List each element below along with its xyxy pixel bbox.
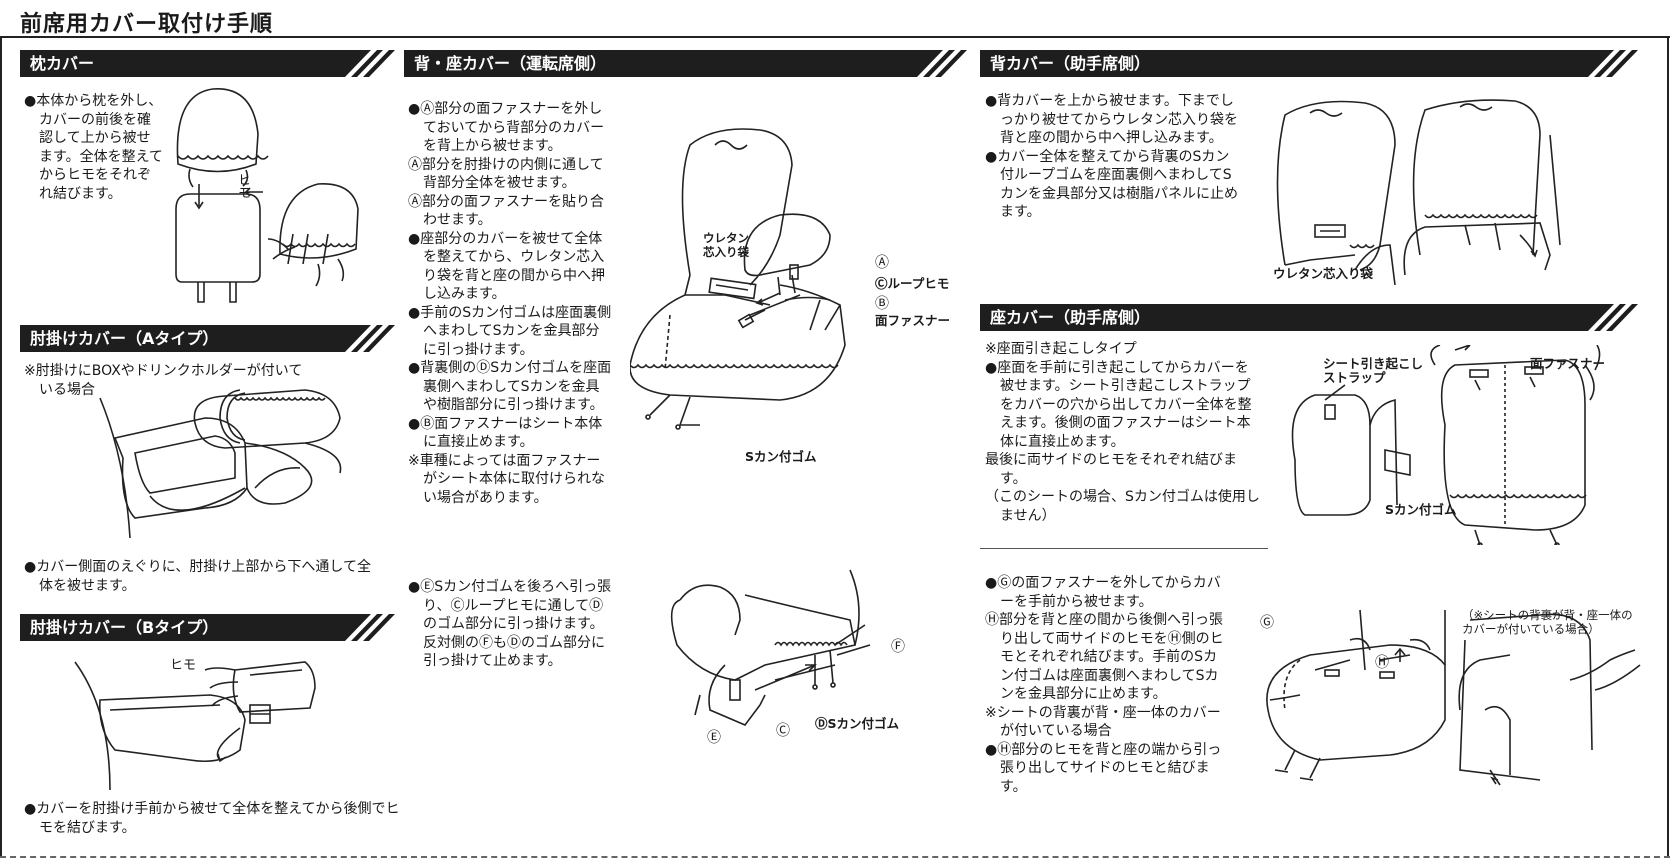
divider-line [980,548,1268,549]
f-marker: Ⓕ [891,639,905,655]
passenger-seat-illustration [1285,345,1615,545]
d-skan-label: ⒹSカン付ゴム [815,716,900,731]
armrest-b-illustration [70,650,320,795]
item-line: Ⓗ部分を背と座の間から後側へ引っ張り出して両サイドのヒモをⒽ側のヒモとそれぞれ結… [985,612,1224,702]
g-marker: Ⓖ [1260,615,1274,631]
item-line: ※車種によっては面ファスナーがシート本体に取付けられない場合があります。 [408,452,605,506]
rear-note-small: （※シートの背裏が背・座一体の カバーが付いている場合） [1462,608,1633,636]
item-line: Ⓐ部分を肘掛けの内側に通して背部分全体を被せます。 [408,156,604,192]
item-line: ●Ⓐ部分の面ファスナーを外しておいてから背部分のカバーを背上から被せます。 [408,101,605,154]
loop-himo-label: Ⓒループヒモ [875,276,950,291]
passenger-back-illustration [1265,95,1595,285]
passenger-seat-rear-illustration [1240,600,1660,790]
c-marker: Ⓒ [776,723,790,739]
passenger-seat-text: ※座面引き起こしタイプ ●座面を手前に引き起こしてからカバーを被せます。シート引… [985,340,1260,525]
section-header-pillow: 枕カバー [20,50,397,77]
menfasuna-label: 面ファスナー [875,313,951,328]
instruction-item: ●手前のSカン付ゴムは座面裏側へまわしてSカンを金具部分に引っ掛けます。 [408,304,612,358]
passenger-seat-text-2: ●Ⓖの面ファスナーを外してからカバーを手前から被せます。Ⓗ部分を背と座の間から後… [985,574,1225,796]
section-header-armrest-b: 肘掛けカバー（Bタイプ） [20,614,397,641]
e-marker: Ⓔ [707,730,721,746]
note-text: ※肘掛けにBOXやドリンクホルダーが付いている場合 [24,363,303,398]
stripe-decoration [327,325,397,352]
instruction-item: ●Ⓗ部分のヒモを背と座の端から引っ張り出してサイドのヒモと結びます。 [985,741,1222,795]
a-marker: Ⓐ [875,255,889,271]
h-marker: Ⓗ [1375,655,1389,671]
section-title: 枕カバー [30,54,95,73]
instruction-item: ●Ⓐ部分の面ファスナーを外しておいてから背部分のカバーを背上から被せます。Ⓐ部分… [408,100,613,230]
armrest-a-note: ※肘掛けにBOXやドリンクホルダーが付いている場合 [24,362,304,399]
item-line: Ⓐ部分の面ファスナーを貼り合わせます。 [408,193,604,229]
menfasuna-label: 面ファスナー [1530,356,1606,371]
instruction-item: ●背裏側のⒹSカン付ゴムを座面裏側へまわしてSカンを金具や樹脂部分に引っ掛けます… [408,360,612,413]
frame-right-line [1667,36,1669,858]
armrest-a-illustration [95,378,385,548]
stripe-decoration [327,614,397,641]
item-line: ●Ⓑ面ファスナーはシート本体に直接止めます。 [408,415,603,451]
instruction-item: ●Ⓑ面ファスナーはシート本体に直接止めます。※車種によっては面ファスナーがシート… [408,415,613,508]
pillow-text: ●本体から枕を外し、カバーの前後を確認して上から被せます。全体を整えてからヒモを… [24,92,164,203]
section-header-armrest-a: 肘掛けカバー（Aタイプ） [20,325,397,352]
skan-label: Sカン付ゴム [1385,502,1457,517]
instruction-item: ●カバー側面のえぐりに、肘掛け上部から下へ通して全体を被せます。 [24,559,371,594]
instruction-item: ●本体から枕を外し、カバーの前後を確認して上から被せます。全体を整えてからヒモを… [24,93,163,202]
stripe-decoration [1570,50,1640,77]
driver-seat-rear-illustration [665,565,915,740]
instruction-item: ●ⒺSカン付ゴムを後ろへ引っ張り、Ⓒループヒモに通してⒹのゴム部分に引っ掛けます… [408,579,612,669]
driver-text: ●Ⓐ部分の面ファスナーを外しておいてから背部分のカバーを背上から被せます。Ⓐ部分… [408,100,613,507]
section-header-passenger-seat: 座カバー（助手席側） [980,304,1640,331]
section-title: 背・座カバー（運転席側） [414,54,607,73]
pillow-illustration [168,84,398,309]
page-title: 前席用カバー取付け手順 [20,12,274,37]
instruction-item: ●座面を手前に引き起こしてからカバーを被せます。シート引き起こしストラップをカバ… [985,359,1260,526]
driver-text-2: ●ⒺSカン付ゴムを後ろへ引っ張り、Ⓒループヒモに通してⒹのゴム部分に引っ掛けます… [408,578,613,671]
instruction-item: ●背カバーを上から被せます。下までしっかり被せてからウレタン芯入り袋を背と座の間… [985,93,1238,146]
himo-label: ヒモ [235,173,250,199]
driver-seat-illustration [630,125,890,465]
instruction-item: ●Ⓖの面ファスナーを外してからカバーを手前から被せます。Ⓗ部分を背と座の間から後… [985,574,1225,704]
urethane-label: ウレタン 芯入り袋 [703,231,749,259]
section-header-driver: 背・座カバー（運転席側） [404,50,969,77]
item-line: （このシートの場合、Sカン付ゴムは使用しません） [985,489,1260,524]
item-line: ●座面を手前に引き起こしてからカバーを被せます。シート引き起こしストラップをカバ… [985,359,1252,450]
section-header-passenger-back: 背カバー（助手席側） [980,50,1640,77]
skan-label: Sカン付ゴム [745,449,817,464]
strap-label: シート引き起こし ストラップ [1323,356,1424,385]
passenger-back-text: ●背カバーを上から被せます。下までしっかり被せてからウレタン芯入り袋を背と座の間… [985,92,1240,222]
stripe-decoration [899,50,969,77]
section-title: 背カバー（助手席側） [990,54,1151,73]
section-title: 座カバー（助手席側） [990,308,1151,327]
stripe-decoration [1570,304,1640,331]
note-text: ※座面引き起こしタイプ [985,341,1137,357]
urethane-label: ウレタン芯入り袋 [1273,266,1374,281]
stripe-decoration [327,50,397,77]
instruction-item: ●カバー全体を整えてから背裏のSカン付ループゴムを座面裏側へまわしてSカンを金具… [985,148,1238,221]
section-title: 肘掛けカバー（Aタイプ） [30,329,219,348]
armrest-a-text: ●カバー側面のえぐりに、肘掛け上部から下へ通して全体を被せます。 [24,558,384,595]
himo-label: ヒモ [170,658,197,673]
item-line: ●Ⓖの面ファスナーを外してからカバーを手前から被せます。 [985,575,1221,610]
frame-left-line [0,36,2,858]
instruction-item: ●座部分のカバーを被せて全体を整えてから、ウレタン芯入り袋を背と座の間から中へ押… [408,230,605,303]
section-title: 肘掛けカバー（Bタイプ） [30,618,219,637]
b-marker: Ⓑ [875,296,889,312]
frame-top-line [0,36,1670,38]
armrest-b-text: ●カバーを肘掛け手前から被せて全体を整えてから後側でヒモを結びます。 [24,800,404,837]
instruction-item: ●カバーを肘掛け手前から被せて全体を整えてから後側でヒモを結びます。 [24,801,400,836]
item-line: 最後に両サイドのヒモをそれぞれ結びます。 [985,452,1237,487]
note-text: ※シートの背裏が背・座一体のカバーが付いている場合 [985,704,1221,740]
cut-line-dashed [0,856,1670,858]
